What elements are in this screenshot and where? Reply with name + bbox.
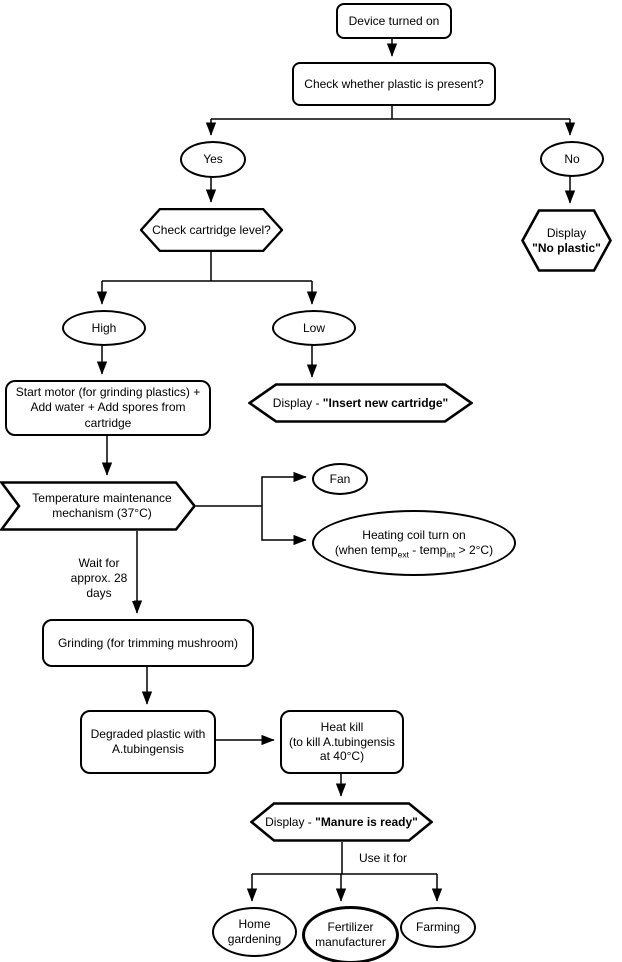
- node-label-line2: gardening: [227, 932, 282, 946]
- node-grinding: Grinding (for trimming mushroom): [42, 619, 254, 667]
- connectors: [96, 35, 576, 902]
- node-device-turned-on: Device turned on: [336, 3, 452, 39]
- node-label-line2: manufacturer: [315, 935, 386, 949]
- edge-label-wait: Wait for approx. 28 days: [64, 556, 134, 601]
- node-label-line2: Add water + Add spores from: [30, 400, 186, 415]
- node-fan: Fan: [312, 463, 368, 495]
- node-label: No: [564, 151, 580, 166]
- node-fertilizer-manufacturer: Fertilizer manufacturer: [302, 906, 399, 962]
- coil-text: > 2°C): [455, 543, 494, 557]
- node-label-bold: "Insert new cartridge": [322, 395, 449, 410]
- node-label-line1: Temperature maintenance: [32, 491, 172, 505]
- node-home-gardening: Home gardening: [212, 907, 297, 957]
- node-label: Yes: [203, 152, 223, 166]
- node-label: Device turned on: [348, 13, 440, 28]
- node-label-line1: Fertilizer: [327, 920, 374, 934]
- edge-to-heating-coil: [261, 506, 307, 546]
- node-display-insert-cartridge: Display - "Insert new cartridge": [248, 383, 473, 423]
- node-yes: Yes: [180, 141, 246, 178]
- node-label: Farming: [415, 920, 460, 934]
- node-start-motor: Start motor (for grinding plastics) + Ad…: [5, 380, 211, 436]
- node-label-line1: Display: [546, 225, 587, 240]
- node-label-line2: (when tempext - tempint > 2°C): [334, 543, 494, 560]
- subscript-int: int: [446, 549, 456, 560]
- node-label-line1: Heat kill: [320, 720, 364, 735]
- hexagon-shape: [140, 208, 283, 252]
- subscript-ext: ext: [397, 549, 409, 560]
- node-label-prefix: Display -: [272, 395, 323, 410]
- hexagon-shape: [248, 383, 473, 423]
- node-heating-coil: Heating coil turn on (when tempext - tem…: [312, 510, 516, 576]
- node-low: Low: [272, 310, 356, 346]
- node-degraded-plastic: Degraded plastic with A.tubingensis: [80, 710, 216, 774]
- node-label-line2: mechanism (37°C): [52, 506, 152, 520]
- node-label-line2: (to kill A.tubingensis: [288, 734, 396, 749]
- node-check-cartridge-level: Check cartridge level?: [140, 208, 283, 252]
- node-label: High: [91, 320, 117, 335]
- node-label: Grinding (for trimming mushroom): [57, 635, 239, 650]
- node-label-line2: "No plastic": [532, 240, 601, 255]
- node-label-prefix: Display -: [265, 814, 316, 829]
- node-label-line2: A.tubingensis: [111, 742, 185, 756]
- use-label-text: Use it for: [358, 851, 407, 865]
- node-check-plastic-present: Check whether plastic is present?: [292, 62, 496, 106]
- node-label-line3: cartridge: [84, 415, 132, 430]
- node-label-line1: Degraded plastic with: [90, 727, 206, 741]
- node-label-bold: "Manure is ready": [315, 814, 418, 829]
- edge-label-use-it-for: Use it for: [352, 851, 414, 866]
- coil-text: (when temp: [334, 543, 398, 557]
- node-label: Check cartridge level?: [152, 222, 271, 237]
- edge-use-split: [252, 842, 437, 875]
- node-label-line3: at 40°C): [319, 749, 365, 764]
- node-label-line1: Heating coil turn on: [362, 528, 466, 542]
- step-arrow-shape: [0, 481, 196, 531]
- node-heat-kill: Heat kill (to kill A.tubingensis at 40°C…: [280, 710, 404, 774]
- hexagon-shape: [521, 209, 612, 272]
- edge-cartridge-split: [102, 252, 312, 282]
- node-high: High: [62, 310, 146, 346]
- wait-line1: Wait for: [78, 556, 120, 570]
- edge-to-fan: [261, 471, 307, 506]
- node-temperature-mechanism: Temperature maintenance mechanism (37°C): [0, 481, 196, 531]
- node-label: Check whether plastic is present?: [304, 76, 484, 91]
- node-display-no-plastic: Display "No plastic": [521, 209, 612, 272]
- node-label-line1: Home: [238, 917, 271, 931]
- node-display-manure-ready: Display - "Manure is ready": [250, 802, 433, 842]
- node-no: No: [540, 141, 604, 177]
- node-label-line1: Start motor (for grinding plastics) +: [15, 384, 201, 399]
- coil-text: - temp: [408, 543, 447, 557]
- node-label: Fan: [329, 471, 351, 486]
- node-farming: Farming: [400, 907, 476, 948]
- wait-line2: approx. 28: [70, 571, 128, 585]
- node-label: Low: [302, 320, 325, 335]
- wait-line3: days: [86, 586, 112, 600]
- hexagon-shape: [250, 802, 433, 842]
